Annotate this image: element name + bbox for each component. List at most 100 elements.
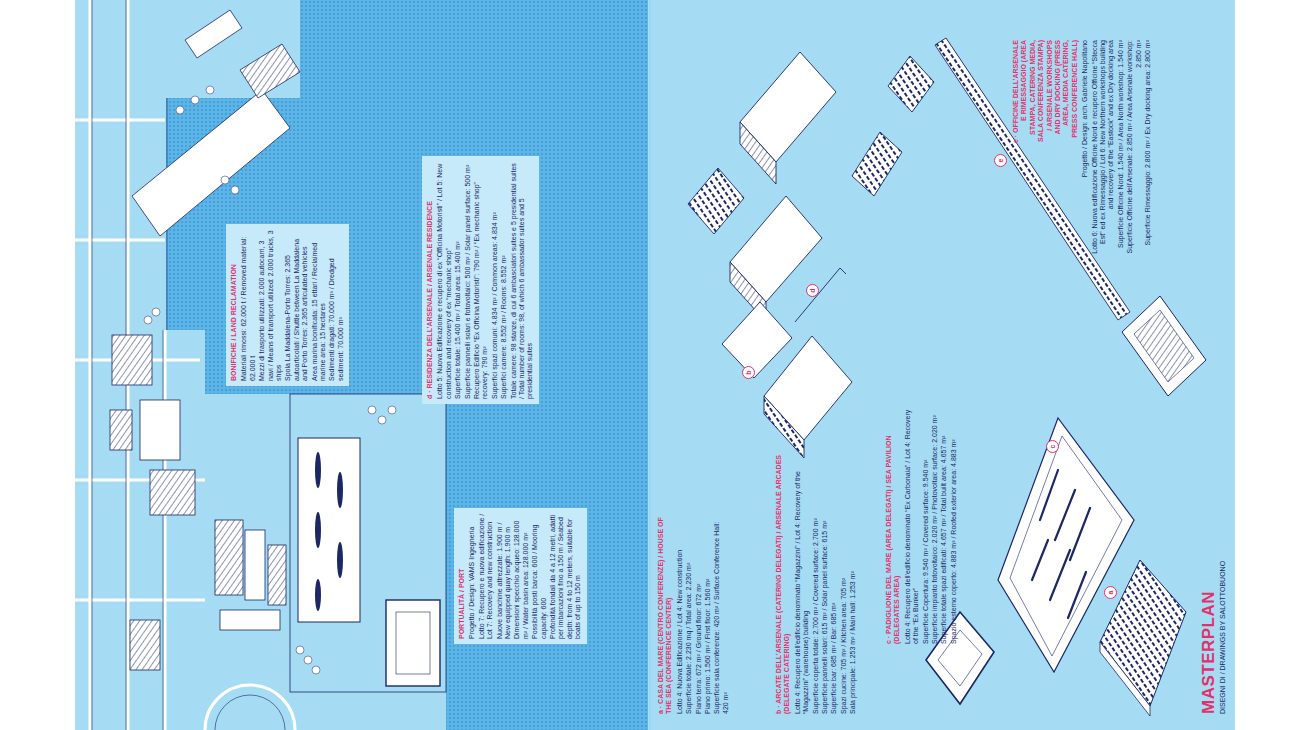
tree (144, 316, 152, 324)
block-text: Superfici spazi comuni: 4.834 m² / Commo… (491, 161, 499, 399)
block-text: Superficie pannelli solari e fotovoltaic… (464, 161, 472, 399)
slab-opening (1050, 550, 1070, 600)
tree (296, 646, 304, 654)
block-heading: d · RESIDENZA DELL’ARSENALE / ARSENALE R… (426, 161, 434, 399)
block-text: Lotto 5: Nuova Edificazione e recupero d… (436, 161, 453, 399)
block-text: Profondità fondali da 4 a 12 metri, adat… (549, 513, 583, 639)
block-heading: a · CASA DEL MARE (CENTRO CONFERENZE) / … (657, 514, 674, 714)
road (75, 119, 165, 122)
block-text: Superficie totale: 15.400 m² / Total are… (454, 161, 462, 399)
stadium (205, 685, 295, 730)
block-heading: PORTUALITÀ / PORT (458, 513, 466, 639)
roof-slots (315, 452, 343, 611)
arcade-building (1100, 642, 1150, 716)
block-text: Lotto 4: Nuova Edificazione / Lot 4: New… (676, 514, 684, 714)
block-text: Superficie Copertura: 9.540 m² / Covered… (922, 404, 930, 644)
block-text: Sedimenti dragati: 70.000 m³ / Dredged s… (328, 229, 345, 381)
block-heading: e · OFFICINE DELL’ARSENALE E RIMESSAGGIO… (1012, 40, 1079, 145)
road (89, 0, 92, 730)
building (722, 302, 792, 378)
slab-opening (1070, 508, 1090, 560)
info-block: c · PADIGLIONE DEL MARE (AREA DELEGATI) … (885, 404, 958, 644)
workshop-bar (935, 38, 1130, 320)
sea-pavilion-slab (1010, 436, 1122, 656)
roof-slot (315, 579, 321, 611)
trees (144, 86, 396, 674)
block-text: Superficie Rimessaggio: 2.800 m² / Ex Dr… (1144, 40, 1152, 275)
roof-slot (315, 452, 321, 488)
info-box: PORTUALITÀ / PORTProgetto / Design: VAMS… (454, 508, 587, 644)
road-edges (92, 0, 167, 730)
block-text: Piano primo: 1.560 m² / First floor: 1.5… (704, 514, 712, 714)
block-heading: c · PADIGLIONE DEL MARE (AREA DELEGATI) … (885, 404, 902, 644)
road (75, 239, 165, 242)
block-text: Spola La Maddalena-Porto Torres: 2.365 a… (284, 229, 309, 381)
block-text: Superficie Officine Nord: 1.540 m² / Are… (1117, 40, 1125, 262)
block-text: Lotto 4: Recupero dell’edificio denomina… (794, 442, 811, 714)
page-title: MASTERPLAN (1200, 494, 1218, 714)
tree (312, 666, 320, 674)
block-text: Materiali rimossi: 62.000 t / Removed ma… (240, 229, 257, 381)
quay-building (185, 10, 242, 58)
block-heading: BONIFICHE / LAND RECLAMATION (230, 229, 238, 381)
roof-slot (315, 512, 321, 548)
drawing-credit: DISEGNI DI / DRAWINGS BY SALOTTOBUONO (1218, 494, 1227, 714)
block-text: Spazio esterno coperto: 4.883 m² / Roofe… (950, 404, 958, 644)
building (268, 545, 286, 605)
slab-opening (1040, 470, 1058, 520)
info-block: e · OFFICINE DELL’ARSENALE E RIMESSAGGIO… (1012, 40, 1153, 278)
slab-opening (1068, 572, 1086, 618)
info-box: d · RESIDENZA DELL’ARSENALE / ARSENALE R… (422, 156, 539, 404)
slab-openings (1032, 470, 1090, 618)
block-text: Lotto 7: Recupero e nuova edificazione /… (478, 513, 495, 639)
slab-opening (1032, 540, 1048, 580)
building (852, 132, 902, 196)
block-text: Superficie pannelli solari: 615 m² / Sol… (821, 442, 829, 714)
page-ground (75, 0, 1235, 730)
tree (191, 96, 199, 104)
road-edge (92, 0, 167, 730)
roof-slot (337, 542, 343, 578)
tree (231, 186, 239, 194)
stadium (215, 695, 285, 730)
block-text: Mezzi di trasporto utilizzati: 2.000 aut… (258, 229, 283, 381)
quay-building (132, 90, 290, 236)
block-text: Progetto / Design: VAMS Ingegneria (468, 513, 476, 639)
tree (206, 86, 214, 94)
block-text: Progetto / Design: arch. Gabriele Napoli… (1081, 40, 1089, 245)
road (164, 330, 167, 730)
callout-letter: c (1046, 440, 1059, 453)
info-block: a · CASA DEL MARE (CENTRO CONFERENZE) / … (657, 514, 730, 714)
building (140, 400, 180, 460)
block-text: Piano terra: 672 m² / Ground floor: 672 … (695, 514, 703, 714)
page-fold (650, 0, 651, 730)
callout-letter: a (1104, 586, 1117, 599)
title-block: MASTERPLANDISEGNI DI / DRAWINGS BY SALOT… (1200, 494, 1227, 714)
block-text: Sala principale: 1.253 m² / Main hall: 1… (849, 442, 857, 714)
conference-building (386, 600, 440, 686)
block-text: Superficie totale: 2.230 mq / Total area… (685, 514, 693, 714)
block-text: Superficie Officine dell’Arsenale: 2.850… (1126, 40, 1143, 268)
block-text: Area marina bonificata: 15 ettari / Recl… (311, 229, 328, 381)
workshop-building (1122, 296, 1206, 396)
tree (378, 416, 386, 424)
building (130, 620, 160, 670)
building (150, 470, 195, 515)
info-box: BONIFICHE / LAND RECLAMATIONMateriali ri… (226, 224, 349, 386)
building (220, 610, 280, 630)
block-text: Lotto 4: Recupero dell’edificio denomina… (904, 404, 921, 644)
pavilion-roof (298, 438, 360, 622)
workshop-building (1134, 310, 1194, 382)
block-text: Superficie sala conferenze: 420 m² / Sur… (713, 514, 730, 714)
block-text: Dimensioni specchio acqueo: 128.000 m² /… (513, 513, 530, 639)
block-text: Possibilità posti barca: 600 / Mooring c… (531, 513, 548, 639)
block-text: Superficie bar: 685 m² / Bar: 685 m² (830, 442, 838, 714)
building (688, 168, 744, 234)
block-text: Totale camere: 98 stanze, di cui 6 ambas… (510, 161, 535, 399)
block-heading: b · ARCATE DELL’ARSENALE (CATERING DELEG… (775, 442, 792, 714)
tree (221, 176, 229, 184)
block-text: Superfici camere: 8.552 m² / Rooms: 8.55… (500, 161, 508, 399)
residence-cluster (688, 52, 934, 458)
tree (388, 406, 396, 414)
building (215, 520, 243, 595)
